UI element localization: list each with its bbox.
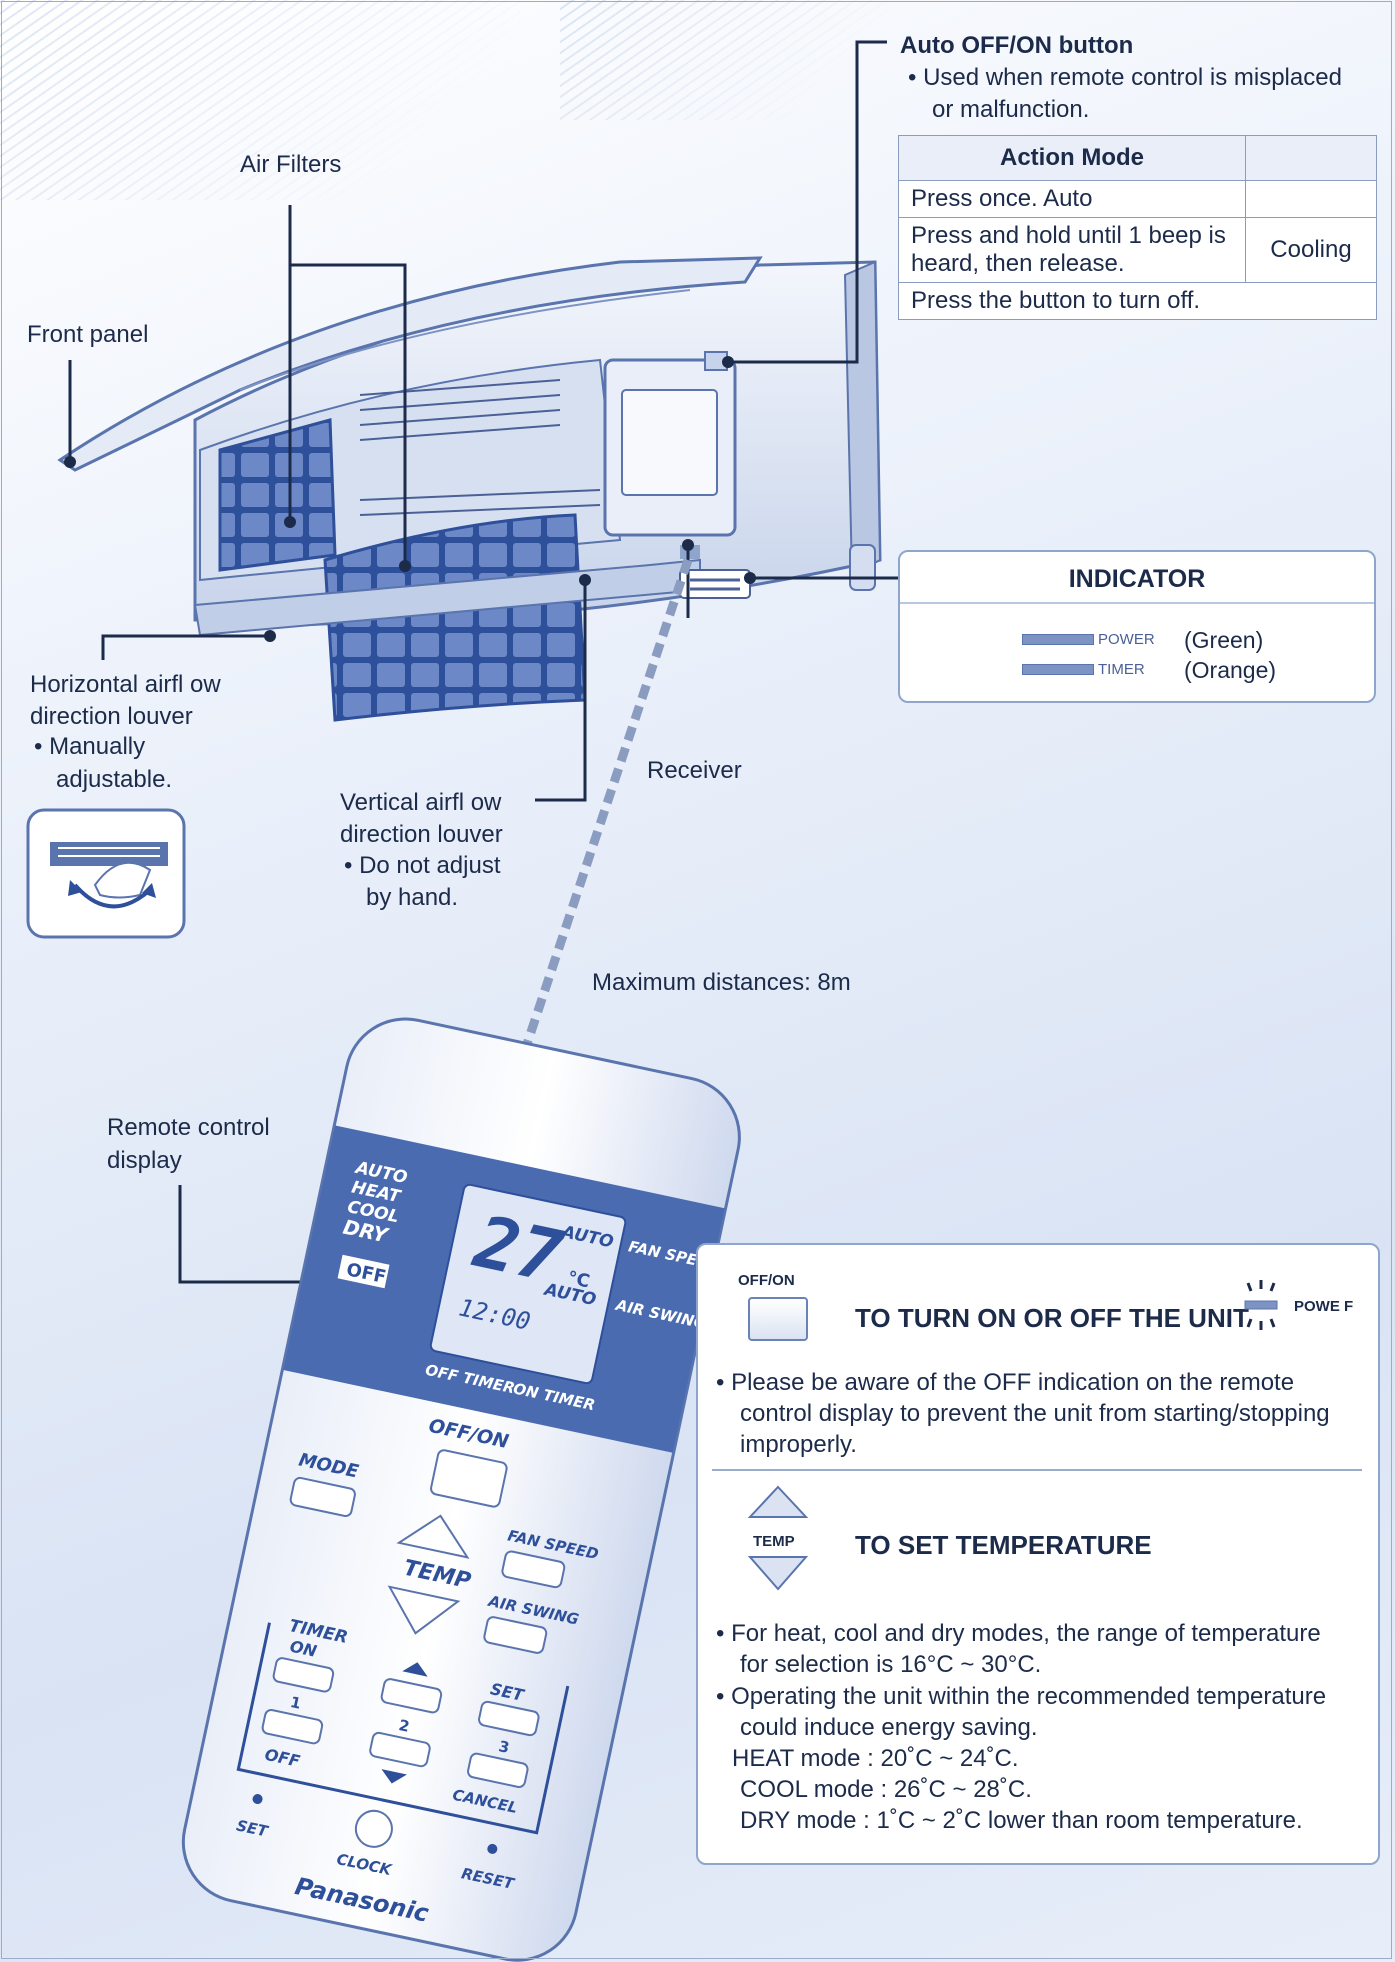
offon-button-icon — [748, 1297, 808, 1341]
offon-small-label: OFF/ON — [738, 1272, 795, 1289]
vertical-louver-label-3: • Do not adjust — [344, 852, 501, 879]
auto-button-note-1: • Used when remote control is misplaced — [908, 64, 1342, 91]
horizontal-louver-label-2: direction louver — [30, 703, 193, 730]
power-lamp-icon — [1022, 634, 1094, 646]
auto-button-title: Auto OFF/ON button — [900, 32, 1134, 59]
dry-mode-text: DRY mode : 1˚C ~ 2˚C lower than room tem… — [740, 1807, 1303, 1834]
key-3-label: 3 — [497, 1737, 511, 1757]
timer-lamp-color: (Orange) — [1184, 656, 1277, 683]
horizontal-louver-label-4: adjustable. — [56, 766, 173, 793]
remote-display-label-2: display — [107, 1147, 182, 1174]
table-row: Press and hold until 1 beep is heard, th… — [898, 217, 1377, 283]
key-1-label: 1 — [289, 1693, 303, 1713]
turn-text-2: control display to prevent the unit from… — [740, 1400, 1330, 1427]
clock-button[interactable] — [353, 1807, 396, 1850]
temp-text-1: • For heat, cool and dry modes, the rang… — [716, 1620, 1321, 1647]
fan-speed-button[interactable] — [501, 1550, 566, 1589]
action-cell-line-1: Press and hold until 1 beep is — [911, 222, 1226, 249]
instructions-panel: OFF/ON TO TURN ON OR OFF THE UNIT POWE F… — [696, 1243, 1380, 1865]
action-cell: Press the button to turn off. — [898, 282, 1377, 320]
temp-text-4: could induce energy saving. — [740, 1714, 1038, 1741]
horizontal-louver-label-3: • Manually — [34, 733, 146, 760]
remote-display-label-1: Remote control — [107, 1114, 270, 1141]
front-panel-label: Front panel — [27, 321, 149, 348]
background-stripes — [0, 0, 520, 200]
timer-lamp-label: TIMER — [1098, 660, 1145, 678]
air-filters-label: Air Filters — [240, 151, 342, 178]
power-small-label: POWE F — [1294, 1298, 1354, 1315]
auto-button-note-2: or malfunction. — [932, 96, 1090, 123]
panel-divider — [712, 1469, 1362, 1471]
mode-cell — [1245, 180, 1377, 218]
action-mode-header: Action Mode — [898, 135, 1246, 181]
indicator-power-row: POWER (Green) — [1022, 623, 1263, 653]
turn-text-3: improperly. — [740, 1431, 857, 1458]
vertical-louver-label-1: Vertical airfl ow — [340, 789, 502, 816]
timer-set-button[interactable] — [478, 1700, 540, 1737]
timer-down-button[interactable] — [369, 1731, 431, 1768]
cool-mode-text: COOL mode : 26˚C ~ 28˚C. — [740, 1776, 1032, 1803]
background-stripes-right — [560, 0, 890, 120]
table-row: Press the button to turn off. — [898, 282, 1377, 320]
temp-down-button[interactable] — [381, 1585, 461, 1641]
horizontal-louver-label-1: Horizontal airfl ow — [30, 671, 221, 698]
temp-up-icon — [747, 1485, 809, 1518]
timer-on-button[interactable] — [272, 1657, 335, 1693]
temp-text-3: • Operating the unit within the recommen… — [716, 1683, 1327, 1710]
display-temperature: 27 — [466, 1199, 571, 1300]
mode-header — [1245, 135, 1377, 181]
temp-small-label: TEMP — [753, 1533, 795, 1550]
indicator-timer-row: TIMER (Orange) — [1022, 653, 1276, 683]
temp-down-icon — [747, 1556, 809, 1591]
hand-adjust-icon — [26, 808, 186, 939]
offon-button[interactable] — [430, 1449, 508, 1508]
power-lamp-label: POWER — [1098, 630, 1155, 648]
action-mode-table: Action Mode Press once. Auto Press and h… — [898, 135, 1377, 320]
action-cell: Press once. Auto — [898, 180, 1246, 218]
timer-cancel-button[interactable] — [467, 1752, 529, 1789]
power-lamp-blink-icon — [1244, 1280, 1278, 1330]
indoor-unit — [57, 256, 882, 722]
action-cell: Press and hold until 1 beep is heard, th… — [898, 217, 1246, 283]
turn-on-off-heading: TO TURN ON OR OFF THE UNIT — [855, 1303, 1249, 1333]
ir-beam — [520, 558, 693, 1052]
mode-button[interactable] — [289, 1476, 356, 1517]
max-distance-label: Maximum distances: 8m — [592, 969, 851, 996]
timer-up-button[interactable] — [380, 1678, 443, 1714]
power-lamp-color: (Green) — [1184, 626, 1264, 653]
heat-mode-text: HEAT mode : 20˚C ~ 24˚C. — [732, 1745, 1019, 1772]
indicator-box: INDICATOR POWER (Green) TIMER (Orange) — [898, 550, 1376, 703]
display-unit: °C — [566, 1267, 592, 1292]
key-2-label: 2 — [397, 1716, 411, 1736]
air-swing-button[interactable] — [483, 1616, 548, 1654]
remote-control: AUTO HEAT COOL DRY OFF 27 °C 12:00 AUTO … — [181, 1017, 741, 1962]
mode-cell: Cooling — [1245, 217, 1377, 283]
receiver-label: Receiver — [647, 757, 742, 784]
set-temperature-heading: TO SET TEMPERATURE — [855, 1530, 1152, 1560]
indicator-title: INDICATOR — [900, 552, 1374, 604]
action-cell-line-2: heard, then release. — [911, 250, 1125, 277]
timer-off-button[interactable] — [261, 1709, 324, 1745]
timer-lamp-icon — [1022, 664, 1094, 676]
turn-text-1: • Please be aware of the OFF indication … — [716, 1369, 1295, 1396]
temp-text-2: for selection is 16°C ~ 30°C. — [740, 1651, 1042, 1678]
temp-up-button[interactable] — [396, 1509, 475, 1559]
vertical-louver-label-4: by hand. — [366, 884, 459, 911]
vertical-louver-label-2: direction louver — [340, 821, 503, 848]
table-row: Press once. Auto — [898, 180, 1377, 218]
